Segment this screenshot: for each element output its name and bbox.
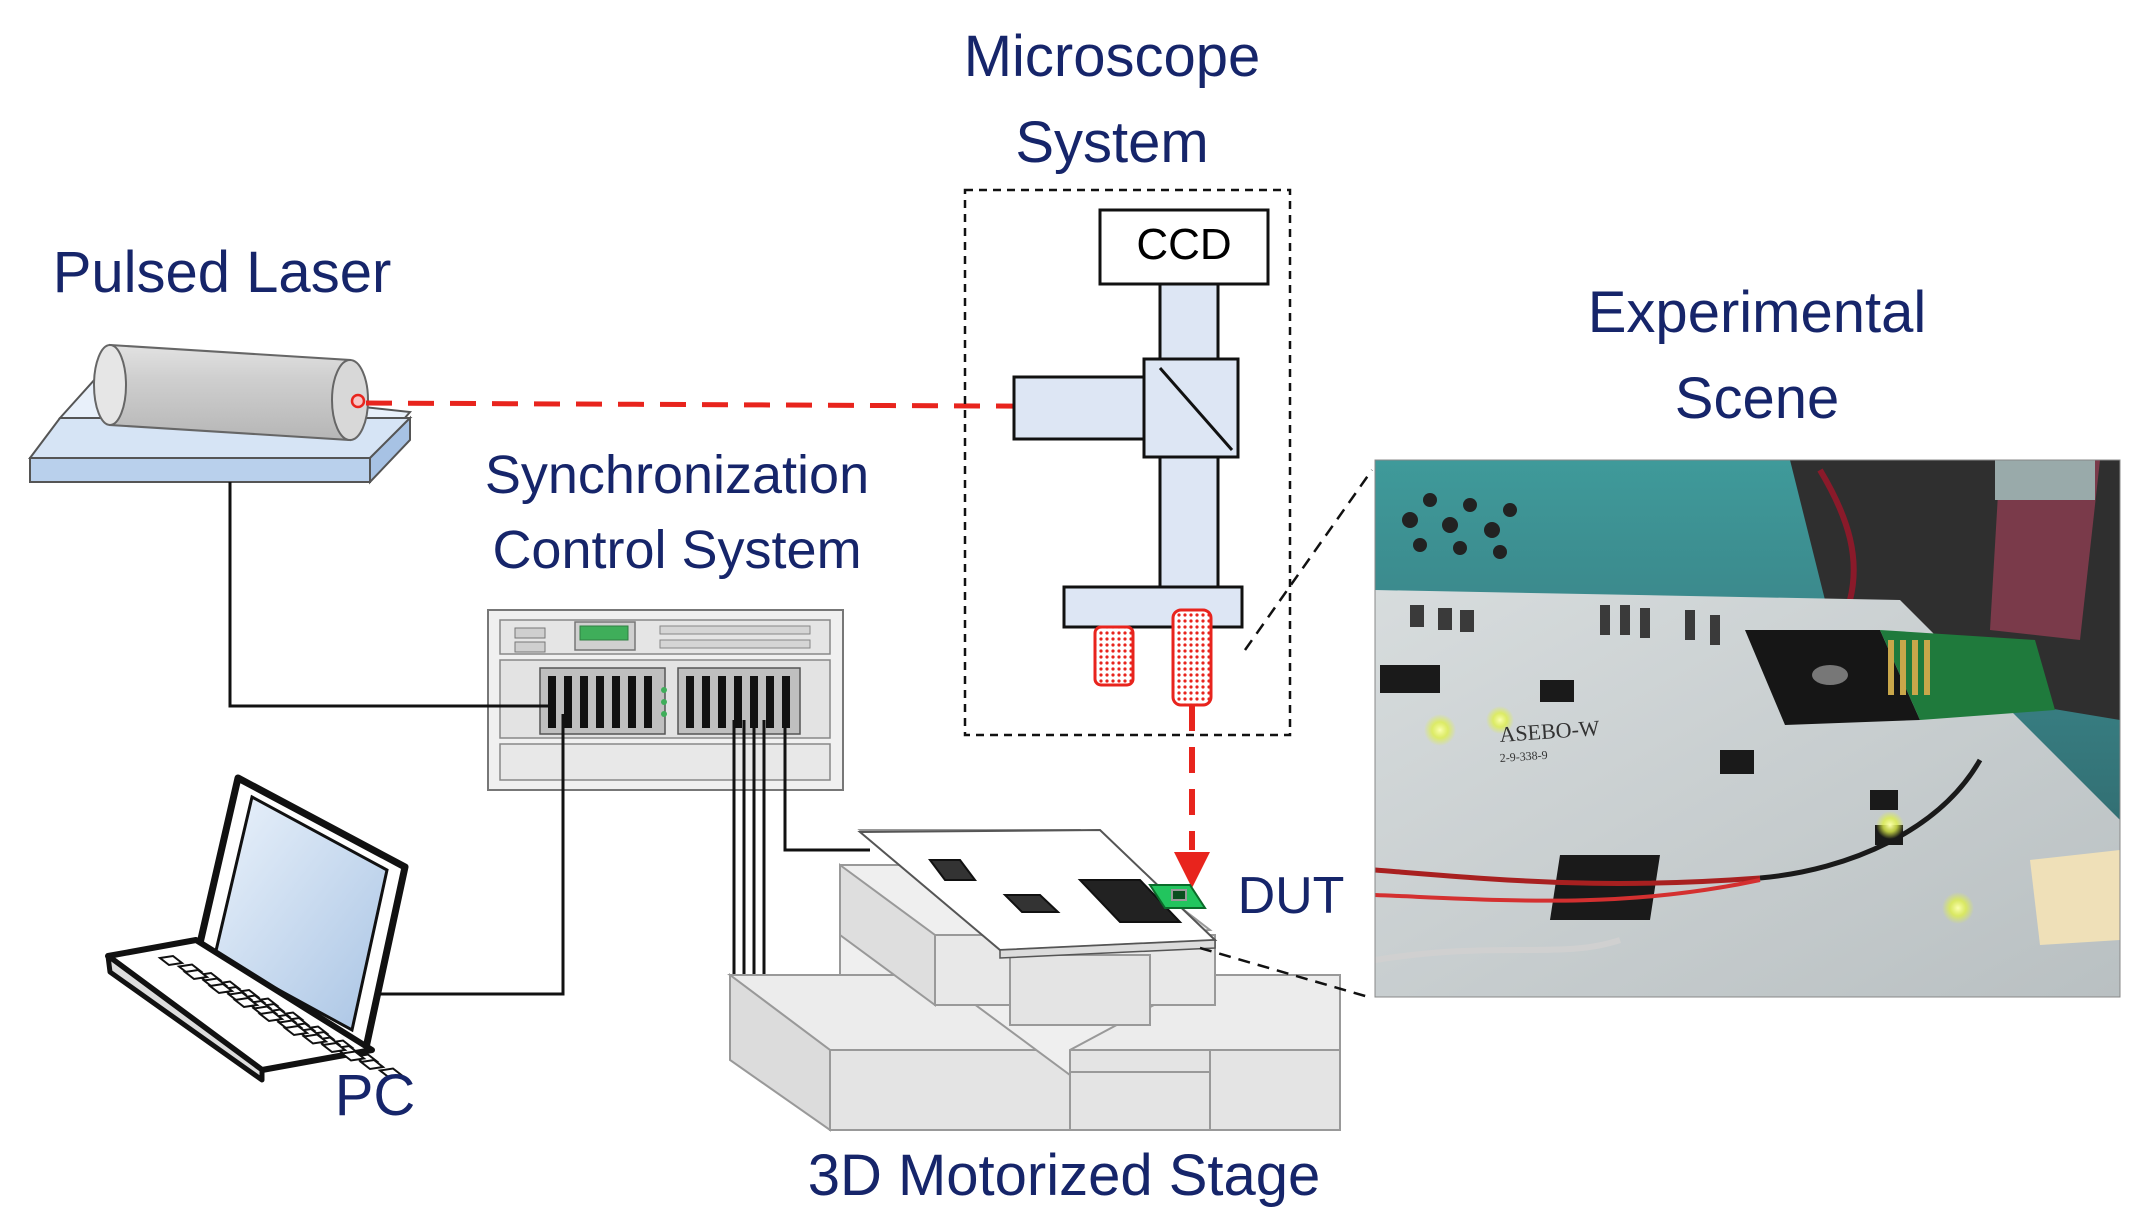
laptop-key bbox=[358, 1058, 386, 1071]
rack-slot bbox=[628, 676, 636, 728]
experimental-label-line2: Scene bbox=[1675, 366, 1839, 431]
rack-instrument-icon bbox=[487, 609, 844, 791]
laptop-key bbox=[301, 1033, 329, 1045]
microscope-optics-icon bbox=[1012, 208, 1270, 707]
rack-slot bbox=[766, 676, 774, 728]
beam-arrow-icon bbox=[1174, 852, 1210, 888]
rack-slot bbox=[750, 676, 758, 728]
ccd-label: CCD bbox=[1136, 220, 1231, 269]
rack-slot bbox=[596, 676, 604, 728]
rack-slot bbox=[734, 676, 742, 728]
laptop-keyboard bbox=[157, 954, 405, 1079]
laptop-icon bbox=[105, 774, 409, 1083]
rack-slot bbox=[580, 676, 588, 728]
laptop-key bbox=[282, 1024, 310, 1037]
rack-slot bbox=[702, 676, 710, 728]
sync-label-line1: Synchronization bbox=[485, 445, 869, 505]
microscope-label-line1: Microscope bbox=[964, 24, 1261, 89]
laptop-key bbox=[320, 1041, 348, 1054]
pulsed-laser-label: Pulsed Laser bbox=[53, 240, 392, 305]
laptop-key bbox=[182, 968, 210, 981]
photo-callout-lines bbox=[1199, 469, 1374, 1000]
experimental-scene-photo: ASEBO-W 2-9-338-9 bbox=[1374, 459, 2121, 998]
rack-slot bbox=[612, 676, 620, 728]
dut-label: DUT bbox=[1238, 867, 1345, 925]
pc-label: PC bbox=[335, 1063, 416, 1128]
sync-label-line2: Control System bbox=[492, 520, 861, 580]
laptop-key bbox=[207, 982, 235, 995]
objective-lens-active bbox=[1171, 608, 1213, 707]
rack-slots bbox=[548, 676, 790, 728]
rack-slot bbox=[782, 676, 790, 728]
laptop-key bbox=[232, 996, 260, 1009]
laptop-key bbox=[157, 954, 185, 967]
motorized-stage-icon bbox=[727, 828, 1341, 1132]
rack-slot bbox=[564, 676, 572, 728]
laptop-key bbox=[339, 1050, 367, 1062]
laptop-key bbox=[377, 1067, 405, 1079]
experimental-label-line1: Experimental bbox=[1588, 280, 1926, 345]
microscope-label-line2: System bbox=[1015, 110, 1208, 175]
board-silkscreen-code: 2-9-338-9 bbox=[1499, 748, 1548, 765]
pulsed-laser bbox=[28, 343, 413, 485]
rack-slot bbox=[644, 676, 652, 728]
rack-slot bbox=[686, 676, 694, 728]
laptop-key bbox=[257, 1010, 285, 1023]
objective-lens-left bbox=[1093, 625, 1135, 687]
laser-tube-icon bbox=[93, 343, 369, 442]
rack-slot bbox=[718, 676, 726, 728]
rack-slot bbox=[548, 676, 556, 728]
stage-label: 3D Motorized Stage bbox=[808, 1143, 1321, 1208]
microscope-system bbox=[963, 188, 1292, 737]
cables bbox=[228, 482, 870, 996]
